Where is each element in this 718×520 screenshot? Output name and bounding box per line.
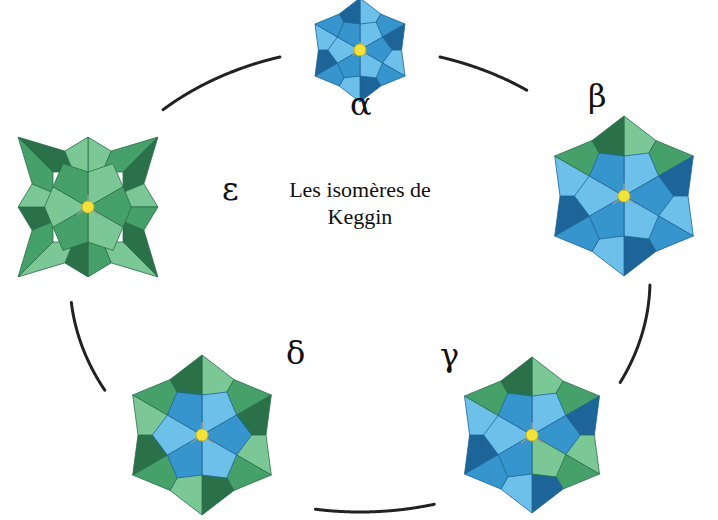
isomer-letter: β [588,78,607,114]
center-title: Les isomères de Keggin [272,176,448,230]
isomer-letter: α [350,86,372,122]
central-atom [618,190,630,202]
central-atom [82,201,94,213]
polyhedral-cluster [440,335,615,517]
isomer-letter: δ [286,335,305,371]
isomer-structure: γ [440,335,615,517]
octahedron-facet [88,207,123,250]
polyhedral-cluster [4,115,254,297]
central-atom [196,429,208,441]
isomer-structure: δ [110,335,310,517]
isomer-structure: ε [4,115,254,297]
ring-arc [440,57,527,90]
octahedron-facet [624,196,659,239]
octahedron-facet [53,164,88,207]
isomer-letter: ε [222,171,239,207]
octahedron-facet [123,137,158,192]
octahedron-facet [18,222,53,277]
octahedron-facet [498,393,532,435]
central-atom [526,429,538,441]
octahedron-facet [202,435,237,478]
polyhedral-cluster [532,78,716,280]
isomer-letter: γ [440,337,459,373]
octahedron-facet [532,435,566,477]
ring-arc [620,285,650,382]
ring-arc [71,302,104,390]
isomer-structure: α [285,0,435,128]
polyhedral-cluster [110,335,310,517]
octahedron-facet [589,153,624,196]
ring-arc [163,57,280,110]
octahedron-facet [167,392,202,435]
ring-arc [315,504,434,512]
isomer-structure: β [532,78,716,280]
central-atom [354,44,366,56]
